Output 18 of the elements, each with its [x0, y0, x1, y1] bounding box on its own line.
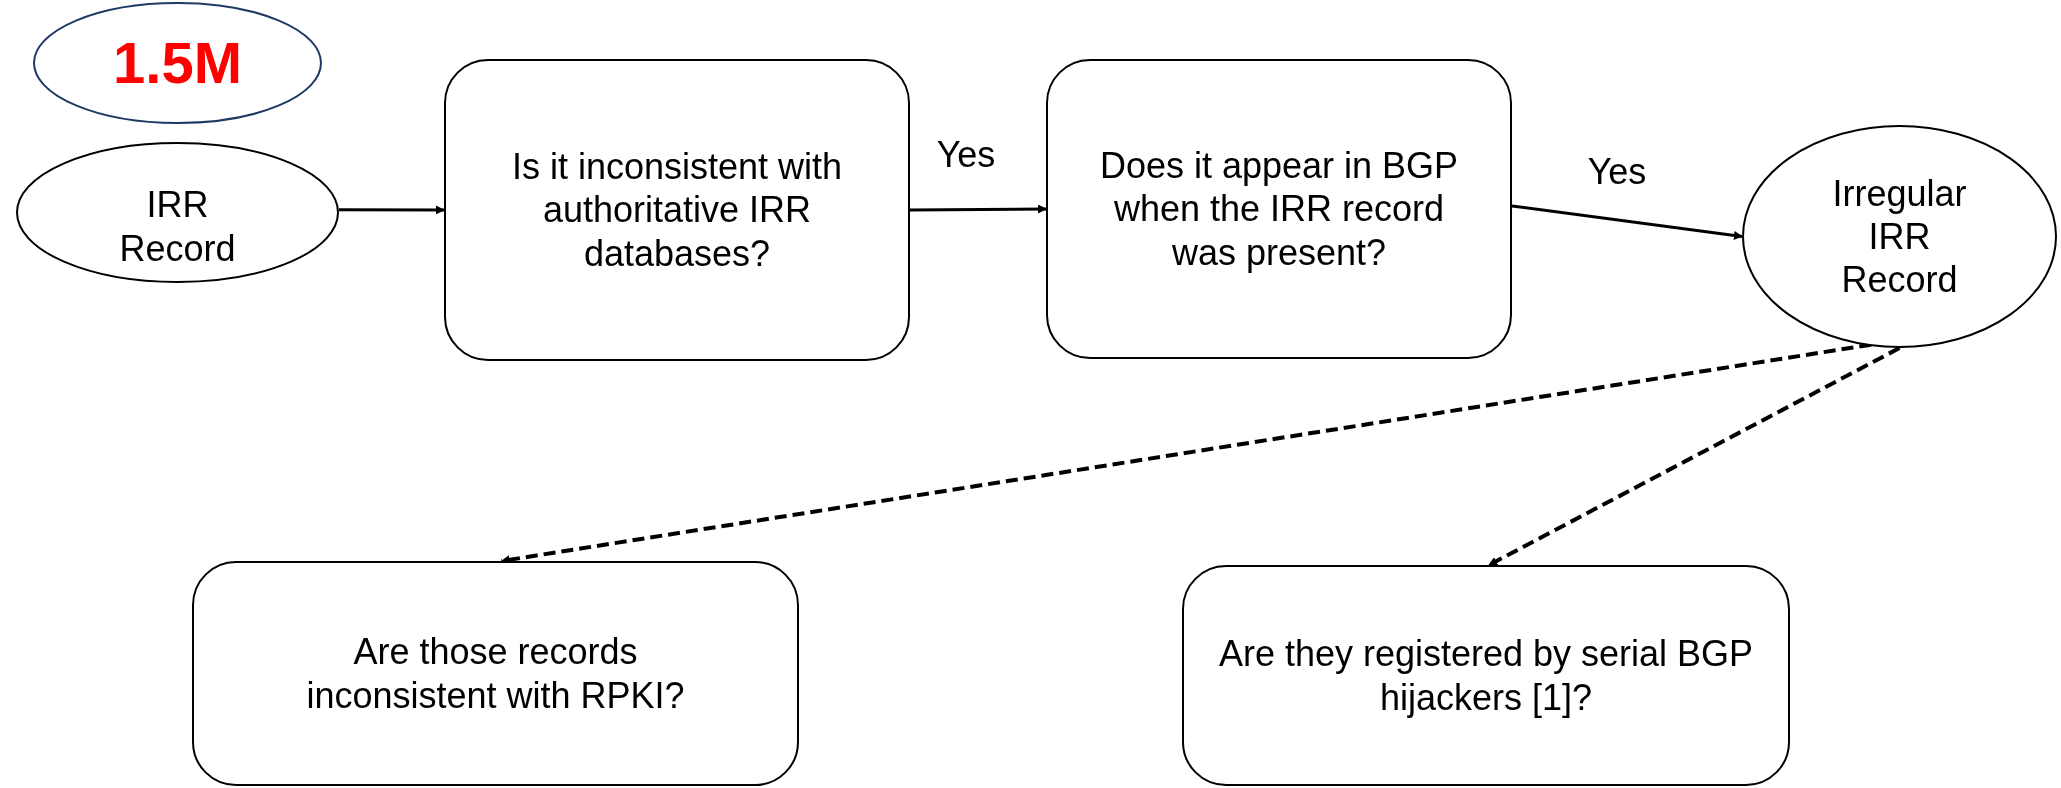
node-text: Irregular IRR Record: [1831, 171, 1968, 302]
node-text: Are they registered by serial BGP hijackers [1]?: [1217, 632, 1755, 719]
node-text: Does it appear in BGP when the IRR record was present?: [1098, 144, 1460, 274]
process-box: [192, 561, 799, 786]
arrow: [1511, 204, 1743, 240]
node-text: Is it inconsistent with authoritative IRR databases?: [510, 145, 844, 275]
arrow: [339, 205, 445, 215]
ellipse-node: [33, 2, 322, 124]
process-box: [1046, 59, 1512, 359]
process-box: [1182, 565, 1790, 786]
arrow: [910, 204, 1047, 214]
node-text: IRR Record: [118, 183, 237, 270]
count-label: 1.5M: [112, 29, 243, 98]
node-text: Are those records inconsistent with RPKI?: [305, 630, 686, 717]
dashed-arrow: [1488, 346, 1901, 567]
ellipse-node: [16, 142, 339, 283]
process-box: [444, 59, 910, 361]
ellipse-node: [1742, 125, 2057, 348]
